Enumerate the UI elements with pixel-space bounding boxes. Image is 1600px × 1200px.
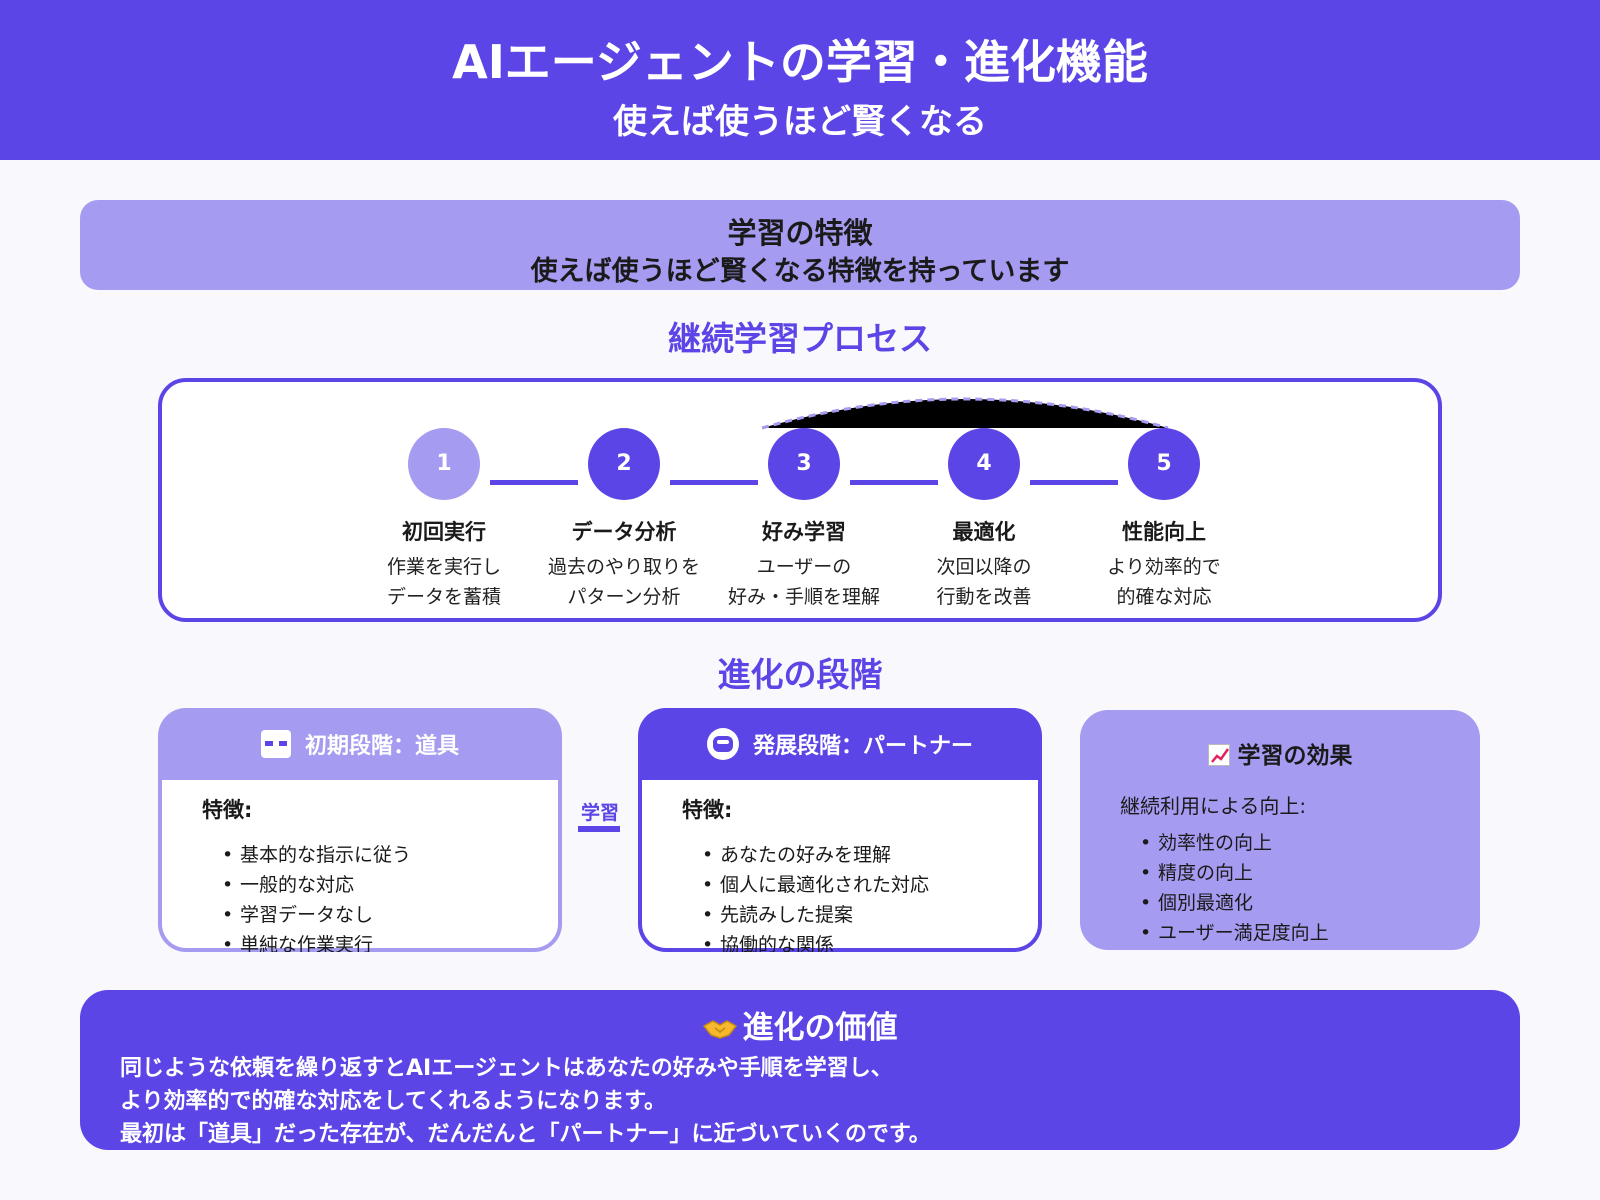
list-item: 協働的な関係: [702, 930, 1002, 952]
step-desc-line: 的確な対応: [1116, 586, 1212, 608]
feature-banner: 学習の特徴 使えば使うほど賢くなる特徴を持っています: [80, 200, 1520, 290]
initial-stage-card: 初期段階：道具 特徴: 基本的な指示に従う 一般的な対応 学習データなし 単純な…: [158, 708, 562, 952]
list-item: 学習データなし: [222, 900, 522, 930]
header: AIエージェントの学習・進化機能 使えば使うほど賢くなる: [0, 0, 1600, 160]
value-line: 最初は「道具」だった存在が、だんだんと「パートナー」に近づいていくのです。: [120, 1122, 931, 1147]
step-desc-line: 好み・手順を理解: [727, 586, 880, 608]
initial-stage-header: 初期段階：道具: [158, 708, 562, 780]
toolbox-icon: [260, 730, 291, 758]
list-item: 個人に最適化された対応: [702, 870, 1002, 900]
step-number: 3: [768, 428, 840, 500]
list-item: ユーザー満足度向上: [1140, 918, 1329, 948]
learning-arrow-label: 学習: [580, 802, 619, 824]
value-description: 同じような依頼を繰り返すとAIエージェントはあなたの好みや手順を学習し、 より効…: [120, 1052, 931, 1151]
step-label: 最適化: [952, 520, 1016, 544]
list-item: 基本的な指示に従う: [222, 840, 522, 870]
step-description: 作業を実行し データを蓄積: [354, 552, 534, 612]
process-step-4: 4 最適化 次回以降の 行動を改善: [894, 428, 1074, 612]
step-desc-line: より効率的で: [1107, 556, 1221, 578]
effects-title: 学習の効果: [1237, 743, 1353, 769]
initial-stage-body: 特徴: 基本的な指示に従う 一般的な対応 学習データなし 単純な作業実行: [162, 780, 558, 952]
advanced-stage-body: 特徴: あなたの好みを理解 個人に最適化された対応 先読みした提案 協働的な関係: [642, 780, 1038, 952]
process-step-2: 2 データ分析 過去のやり取りを パターン分析: [534, 428, 714, 612]
page-title: AIエージェントの学習・進化機能: [452, 35, 1148, 89]
step-label: 性能向上: [1122, 520, 1206, 544]
process-connector: [490, 480, 578, 485]
process-connector: [850, 480, 938, 485]
feature-label: 特徴:: [202, 798, 253, 822]
value-line: 同じような依頼を繰り返すとAIエージェントはあなたの好みや手順を学習し、: [120, 1056, 893, 1081]
value-header: 進化の価値: [80, 1002, 1520, 1047]
process-title: 継続学習プロセス: [668, 319, 932, 358]
process-step-5: 5 性能向上 より効率的で 的確な対応: [1074, 428, 1254, 612]
feature-label: 特徴:: [682, 798, 733, 822]
value-box: 進化の価値 同じような依頼を繰り返すとAIエージェントはあなたの好みや手順を学習…: [80, 990, 1520, 1150]
step-number: 4: [948, 428, 1020, 500]
feedback-arc: [761, 397, 1169, 430]
list-item: 個別最適化: [1140, 888, 1329, 918]
step-description: 過去のやり取りを パターン分析: [534, 552, 714, 612]
initial-stage-list: 基本的な指示に従う 一般的な対応 学習データなし 単純な作業実行: [202, 840, 522, 952]
step-desc-line: ユーザーの: [756, 556, 852, 578]
effects-intro: 継続利用による向上:: [1120, 794, 1307, 818]
step-label: データ分析: [571, 520, 677, 544]
page-subtitle: 使えば使うほど賢くなる: [613, 102, 987, 142]
list-item: 効率性の向上: [1140, 828, 1329, 858]
step-description: 次回以降の 行動を改善: [894, 552, 1074, 612]
robot-icon: [706, 728, 739, 760]
effects-list: 効率性の向上 精度の向上 個別最適化 ユーザー満足度向上: [1140, 828, 1329, 948]
list-item: 精度の向上: [1140, 858, 1329, 888]
step-number: 2: [588, 428, 660, 500]
list-item: あなたの好みを理解: [702, 840, 1002, 870]
step-number: 1: [408, 428, 480, 500]
initial-stage-title: 初期段階：道具: [304, 734, 459, 759]
handshake-icon: [702, 1012, 737, 1039]
step-desc-line: データを蓄積: [386, 586, 501, 608]
step-description: より効率的で 的確な対応: [1074, 552, 1254, 612]
process-step-3: 3 好み学習 ユーザーの 好み・手順を理解: [714, 428, 894, 612]
value-line: より効率的で的確な対応をしてくれるようになります。: [120, 1089, 667, 1114]
list-item: 先読みした提案: [702, 900, 1002, 930]
step-label: 初回実行: [402, 520, 486, 544]
chart-increasing-icon: [1207, 744, 1230, 766]
step-desc-line: 次回以降の: [936, 556, 1032, 578]
feature-subtitle: 使えば使うほど賢くなる特徴を持っています: [530, 256, 1070, 287]
step-desc-line: 過去のやり取りを: [547, 556, 700, 578]
value-title: 進化の価値: [742, 1010, 898, 1046]
feature-title: 学習の特徴: [727, 216, 873, 250]
evolution-title: 進化の段階: [717, 655, 883, 694]
step-desc-line: 行動を改善: [936, 586, 1032, 608]
advanced-stage-card: 発展段階：パートナー 特徴: あなたの好みを理解 個人に最適化された対応 先読み…: [638, 708, 1042, 952]
step-description: ユーザーの 好み・手順を理解: [714, 552, 894, 612]
effects-header: 学習の効果: [1080, 736, 1480, 770]
list-item: 単純な作業実行: [222, 930, 522, 952]
effects-card: 学習の効果 継続利用による向上: 効率性の向上 精度の向上 個別最適化 ユーザー…: [1080, 710, 1480, 950]
learning-arrow: [578, 826, 620, 832]
advanced-stage-list: あなたの好みを理解 個人に最適化された対応 先読みした提案 協働的な関係: [682, 840, 1002, 952]
advanced-stage-header: 発展段階：パートナー: [638, 708, 1042, 780]
process-step-1: 1 初回実行 作業を実行し データを蓄積: [354, 428, 534, 612]
step-desc-line: パターン分析: [567, 586, 681, 608]
advanced-stage-title: 発展段階：パートナー: [752, 734, 973, 759]
step-desc-line: 作業を実行し: [386, 556, 501, 578]
process-connector: [670, 480, 758, 485]
list-item: 一般的な対応: [222, 870, 522, 900]
step-number: 5: [1128, 428, 1200, 500]
process-connector: [1030, 480, 1118, 485]
step-label: 好み学習: [762, 520, 846, 544]
